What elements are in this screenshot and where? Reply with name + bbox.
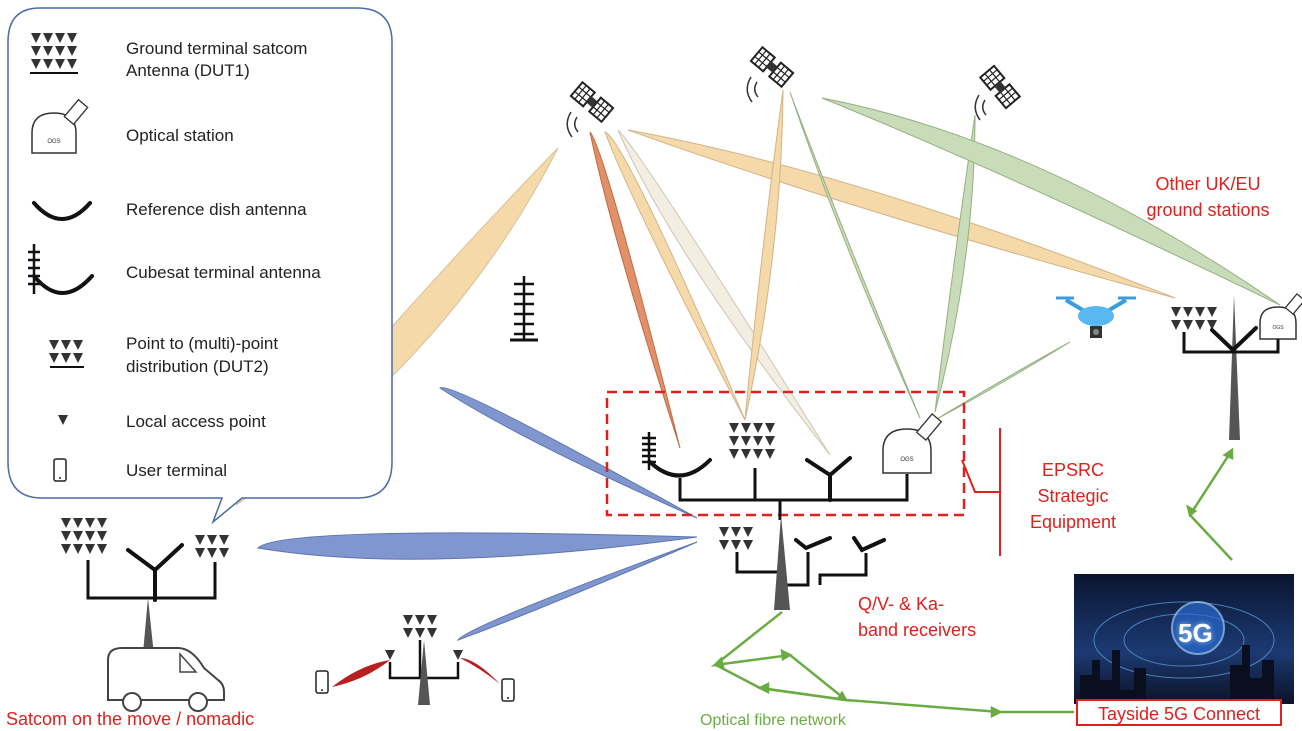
nomadic-terminal [61, 518, 229, 712]
ogs-label: OGS [1272, 325, 1284, 331]
legend-user-terminal: User terminal [126, 461, 228, 480]
beam-blue-low [456, 541, 698, 642]
epsrc-bracket [961, 428, 1001, 556]
ogs-label: OGS [47, 139, 60, 145]
satellite-icon [749, 46, 795, 88]
cubesat-mast-icon [510, 274, 538, 342]
legend-p2mp-icon [49, 340, 84, 368]
ogs-label: OGS [900, 457, 913, 463]
remote-ground-station: OGS [1171, 292, 1302, 354]
legend-dut1-line2: Antenna (DUT1) [126, 61, 250, 80]
epsrc-dashed-box [605, 390, 966, 517]
beam-green-b [934, 114, 976, 413]
fibre-network [710, 447, 1234, 719]
van-icon [107, 647, 225, 712]
legend-optical-icon: OGS [31, 98, 89, 154]
beam-red-left [332, 660, 390, 687]
epsrc-label-line3: Equipment [1029, 512, 1117, 532]
other-stations-line1: Other UK/EU [1155, 174, 1261, 194]
central-hub [719, 515, 886, 610]
fibre-label: Optical fibre network [700, 712, 846, 729]
beam-blue-mid [256, 532, 698, 560]
beam-tan-c [744, 89, 784, 421]
legend-dut1-icon [30, 33, 78, 74]
satellite-icon [569, 81, 615, 123]
legend-reference: Reference dish antenna [126, 200, 307, 219]
legend-cubesat: Cubesat terminal antenna [126, 263, 321, 282]
beam-grey-right [1229, 295, 1240, 440]
beam-green-a [789, 91, 921, 419]
ogs-station-icon: OGS [882, 413, 943, 474]
legend-user-terminal-icon [53, 458, 67, 482]
tayside-label: Tayside 5G Connect [1076, 699, 1282, 726]
epsrc-label-line1: EPSRC [1041, 460, 1104, 480]
beam-blue-top [439, 387, 698, 519]
legend-box [7, 7, 393, 525]
legend-cubesat-icon [28, 244, 94, 295]
receivers-label-line1: Q/V- & Ka- [858, 594, 945, 614]
user-terminal-icon [501, 678, 515, 702]
drone-icon [1056, 296, 1136, 338]
beam-cream [617, 129, 831, 456]
other-stations-line2: ground stations [1146, 200, 1270, 220]
legend-p2mp-line2: distribution (DUT2) [126, 357, 269, 376]
epsrc-equipment: OGS [642, 413, 943, 520]
satcom-label: Satcom on the move / nomadic [6, 709, 255, 729]
beam-green-drone [934, 341, 1071, 421]
tayside-5g-image [1074, 574, 1294, 704]
beam-tan-a [604, 131, 746, 421]
receivers-label-line2: band receivers [858, 620, 977, 640]
epsrc-label-line2: Strategic [1037, 486, 1109, 506]
beam-orange [589, 131, 681, 449]
satellite-icon [979, 64, 1021, 110]
beam-tan-b [627, 129, 1176, 299]
p2mp-node [315, 615, 515, 705]
user-terminal-icon [315, 670, 329, 694]
legend-p2mp-line1: Point to (multi)-point [126, 334, 279, 353]
fiveg-text: 5G [1178, 618, 1213, 648]
legend-dut1-line1: Ground terminal satcom [126, 39, 308, 58]
beam-green-c [821, 97, 1281, 306]
legend-local-access: Local access point [126, 412, 266, 431]
beam-red-right [460, 658, 500, 684]
legend-optical: Optical station [126, 126, 234, 145]
